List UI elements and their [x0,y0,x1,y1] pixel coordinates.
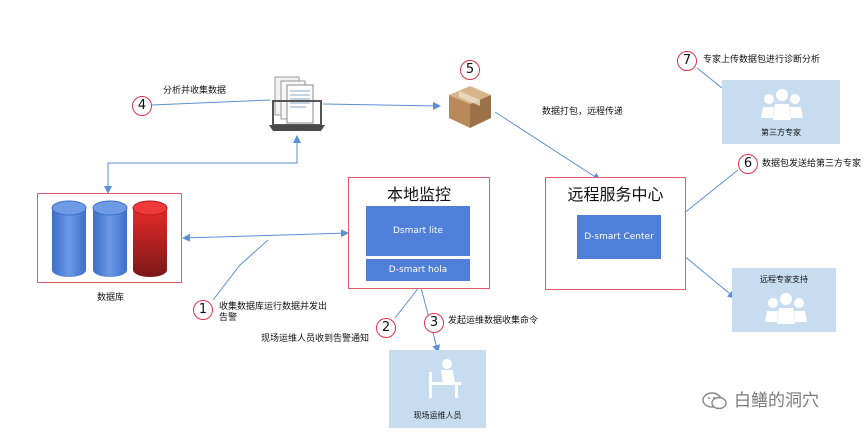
remote-center-frame: 远程服务中心 D-smart Center [545,177,686,290]
field-staff-label: 现场运维人员 [413,411,462,420]
remote-expert-label: 远程专家支持 [760,275,808,284]
dsmart-lite-module: Dsmart lite [366,206,470,256]
step-4-text: 分析并收集数据 [163,86,227,96]
database-label: 数据库 [97,293,125,303]
step-1-text: 收集数据库运行数据并发出 告警 [219,302,327,324]
field-staff-panel: 现场运维人员 [389,350,486,428]
dsmart-hola-label: D-smart hola [388,265,448,275]
wechat-logo-icon [702,392,727,410]
step-6-badge: 6 [738,154,758,174]
local-monitor-frame: 本地监控 Dsmart lite D-smart hola [348,177,490,289]
third-party-label: 第三方专家 [761,128,801,137]
dsmart-center-module: D-smart Center [577,215,661,259]
step-5-badge: 5 [460,60,480,80]
dsmart-hola-module: D-smart hola [366,259,470,281]
step-6-text: 数据包发送给第三方专家 [762,159,862,169]
step-1-text-line1: 收集数据库运行数据并发出 [219,302,328,312]
dsmart-lite-label: Dsmart lite [392,226,444,236]
step-4-badge: 4 [132,96,152,116]
database-frame [37,193,182,283]
step-5-text: 数据打包，远程传递 [542,107,624,117]
third-party-expert-panel: 第三方专家 [722,80,840,144]
package-icon [447,84,493,130]
remote-center-title: 远程服务中心 [567,185,664,204]
step-2-text: 现场运维人员收到告警通知 [261,334,370,344]
step-2-badge: 2 [376,318,396,338]
worker-at-desk-icon [429,359,461,398]
step-3-text: 发起运维数据收集命令 [448,316,539,326]
laptop-documents-icon [269,73,325,135]
remote-expert-panel: 远程专家支持 [732,268,836,332]
step-1-text-line2: 告警 [219,313,238,323]
dsmart-center-label: D-smart Center [584,232,654,242]
expert-group-icon [761,89,803,120]
step-3-badge: 3 [424,313,444,333]
step-7-text: 专家上传数据包进行诊断分析 [703,55,821,65]
step-7-badge: 7 [677,51,697,71]
local-monitor-title: 本地监控 [386,185,451,204]
database-cylinders-icon [51,200,168,277]
step-1-badge: 1 [193,300,213,320]
watermark-text: 白鳝的洞穴 [734,391,819,411]
expert-group-icon [765,293,807,324]
